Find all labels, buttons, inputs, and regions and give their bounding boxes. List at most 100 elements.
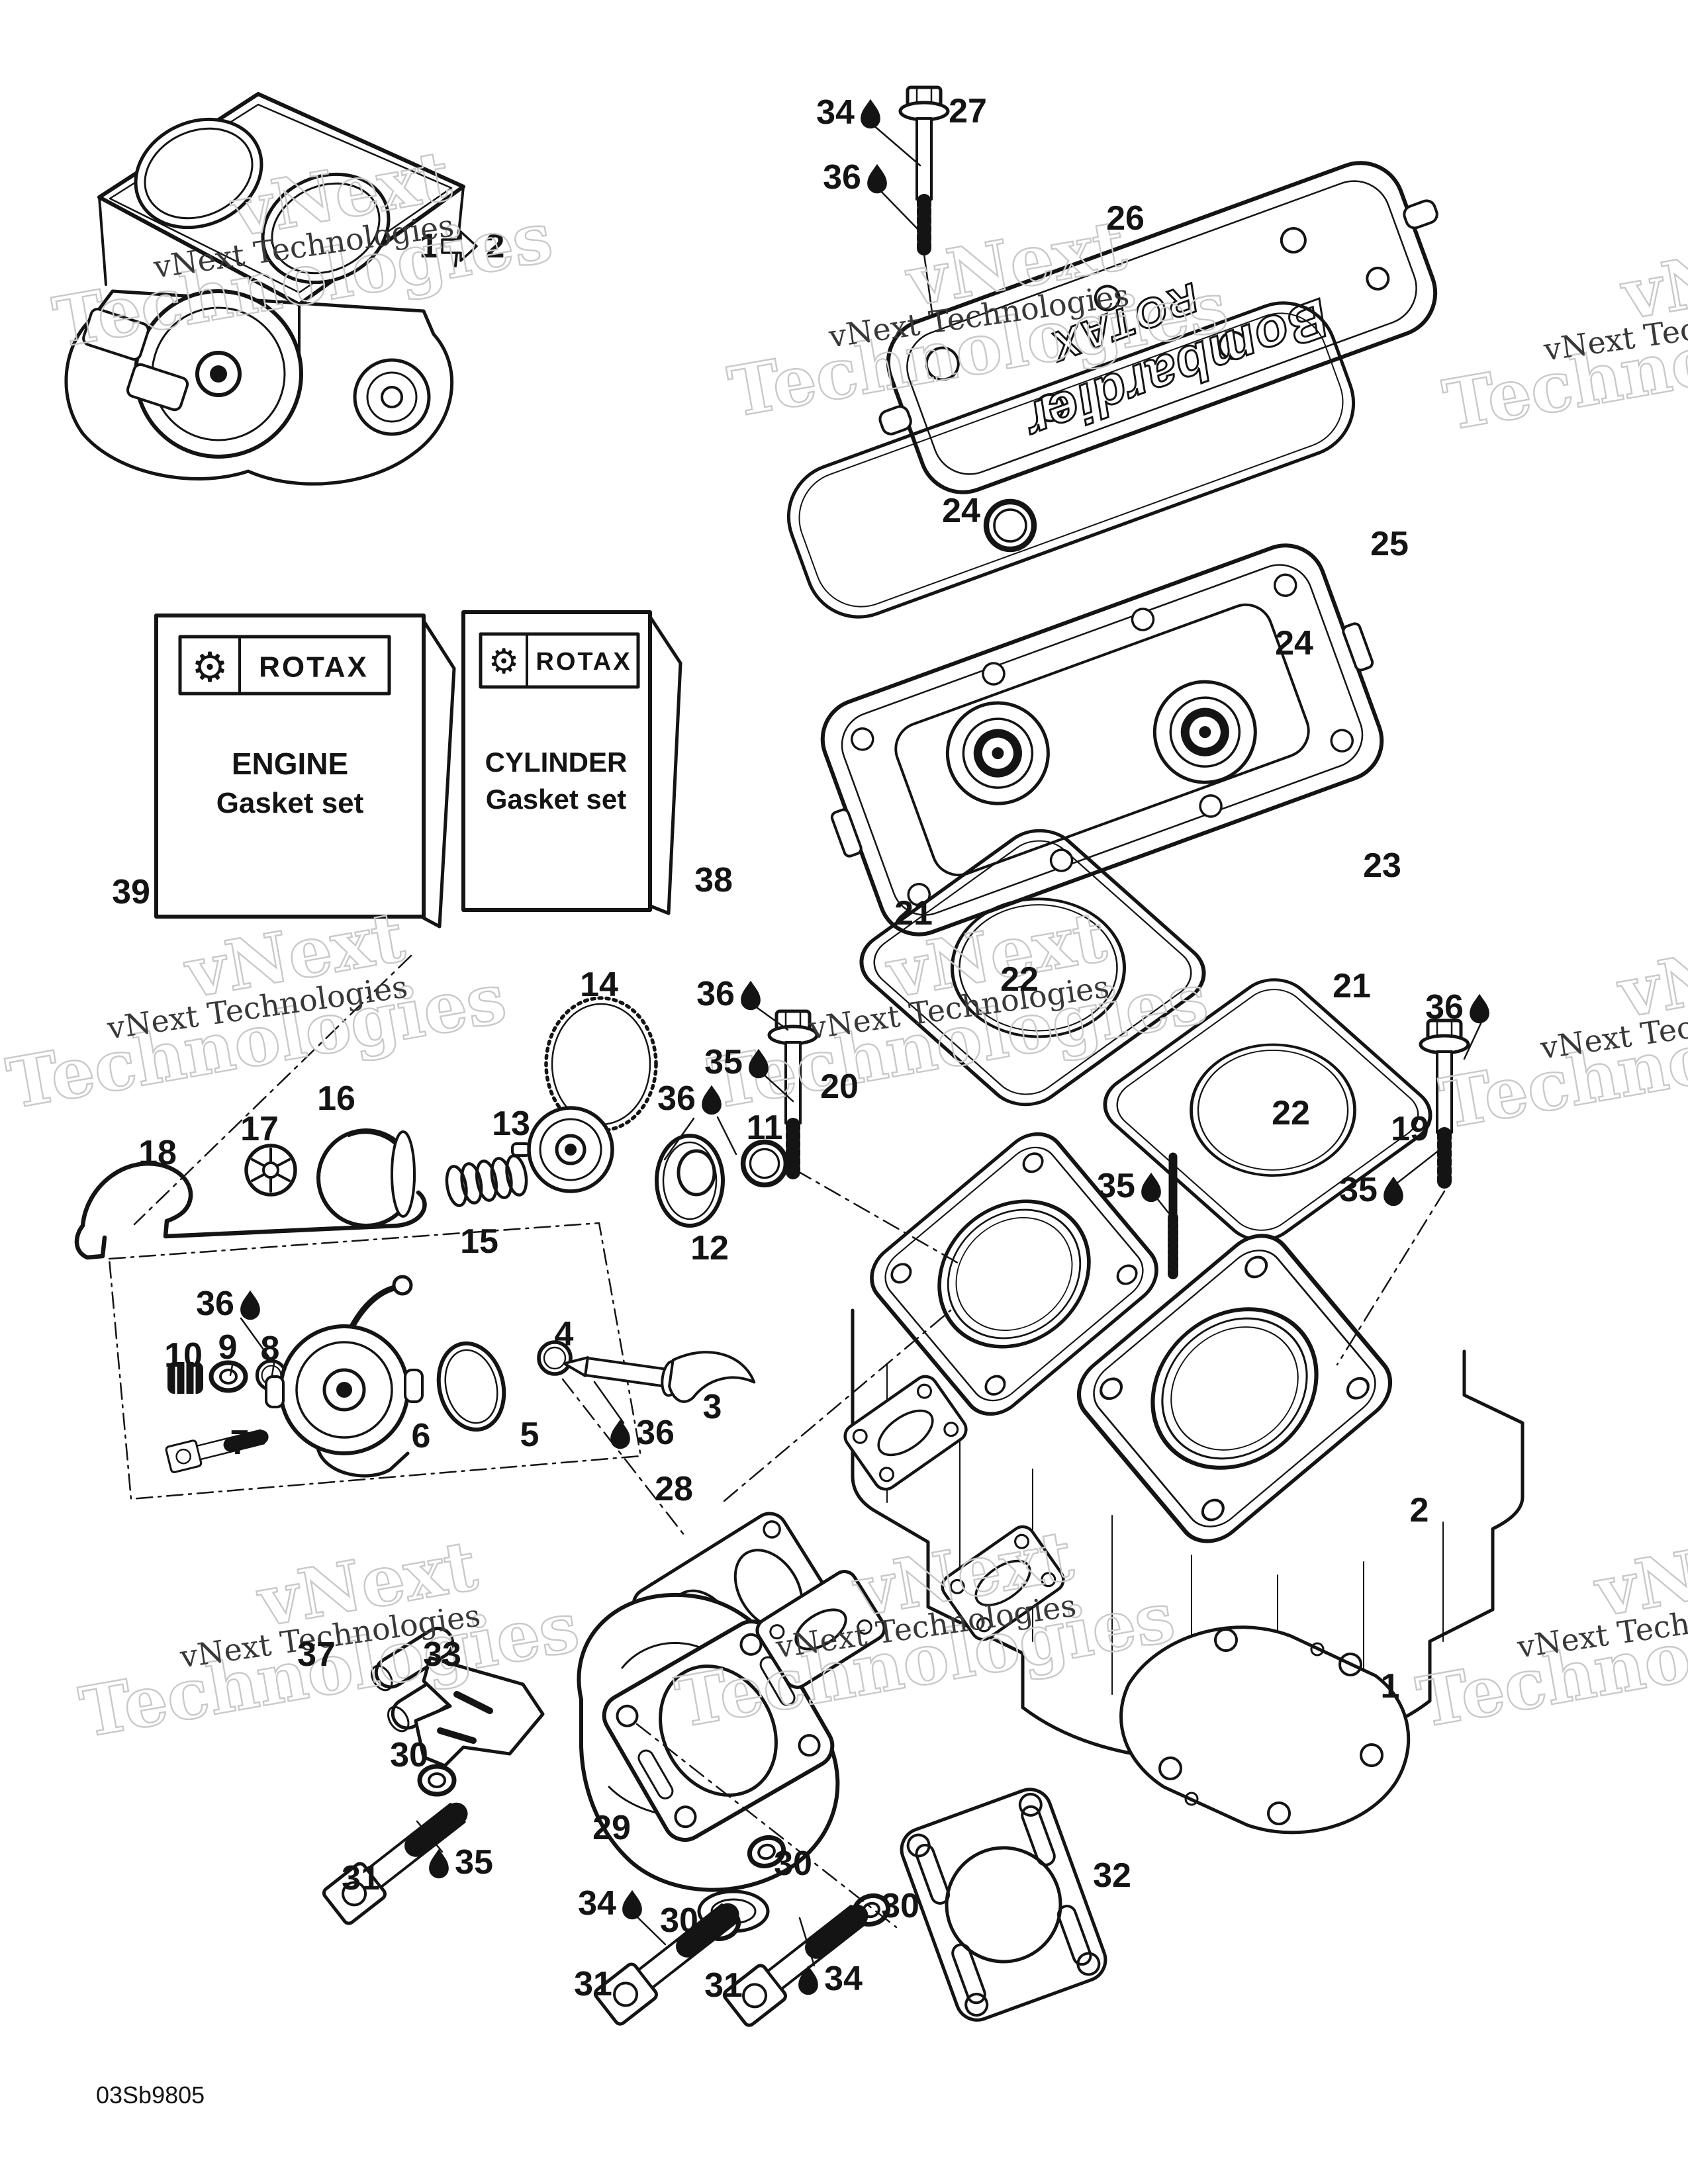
part-number: 31 [342, 1859, 380, 1897]
engine-assembly-sketch [64, 92, 465, 486]
callout-leader [663, 1117, 695, 1161]
part-number: 36 [196, 1285, 234, 1323]
part-callout: 19 [1391, 1110, 1429, 1148]
callout-leader [716, 1116, 737, 1156]
part-number: 14 [580, 966, 618, 1004]
part-number: 34 [824, 1960, 863, 1998]
part-number: 34 [578, 1884, 616, 1923]
part-number: 13 [492, 1105, 530, 1143]
callout-leader [1395, 1149, 1440, 1185]
part-callout: 9 [218, 1328, 238, 1367]
part-number: 6 [412, 1417, 431, 1455]
part-number: 30 [660, 1901, 698, 1940]
exhaust-manifold-29 [577, 1570, 886, 1933]
bolt-7 [165, 1424, 266, 1473]
assembly-ref-to: 2 [486, 227, 505, 265]
part-number: 22 [1272, 1094, 1310, 1132]
callout-leader [229, 1361, 234, 1377]
part-callout: 31 [704, 1966, 743, 2005]
callout-leader [798, 1917, 816, 1967]
part-callout: 21 [1333, 967, 1371, 1005]
part-callout: 30 [881, 1887, 919, 1925]
part-number: 35 [704, 1043, 743, 1081]
package-subtitle: Gasket set [486, 784, 626, 815]
part-number: 36 [696, 975, 735, 1013]
part-callout: 15 [460, 1222, 498, 1261]
part-number: 33 [423, 1635, 461, 1674]
part-callout: 36 [696, 975, 789, 1031]
callout-leader [416, 1820, 444, 1853]
dash-dot-line [794, 1169, 961, 1265]
rotax-gear-icon: ⚙ [489, 642, 520, 682]
part-callout: 34 [578, 1884, 667, 1946]
part-callout: 35 [1339, 1149, 1440, 1209]
part-callout: 21 [894, 894, 933, 933]
package-title: ENGINE [232, 747, 348, 781]
o-ring-11 [743, 1142, 786, 1185]
part-number: 18 [138, 1134, 177, 1172]
part-callout: 7 [230, 1424, 250, 1462]
part-callout: 17 [240, 1110, 279, 1148]
part-number: 36 [823, 158, 861, 197]
part-number: 29 [592, 1809, 631, 1847]
part-number: 20 [820, 1068, 859, 1106]
part-callout: 24 [1275, 624, 1313, 662]
part-callout: 14 [580, 966, 618, 1004]
part-number: 36 [657, 1079, 696, 1118]
part-callout: 33 [423, 1635, 461, 1674]
part-callout: 28 [655, 1470, 693, 1508]
part-callout: 31 [574, 1965, 612, 2003]
oil-droplet-icon [861, 99, 880, 129]
part-number: 35 [1339, 1171, 1378, 1209]
cover-dish-12 [655, 1134, 725, 1228]
engine-gasket-package-39: ⚙ ROTAX ENGINE Gasket set [154, 614, 456, 929]
part-number: 10 [164, 1336, 203, 1375]
part-number: 9 [218, 1328, 238, 1367]
part-number: 21 [894, 894, 933, 933]
part-number: 19 [1391, 1110, 1429, 1148]
part-number: 12 [690, 1229, 729, 1267]
callout-leader [271, 1362, 275, 1377]
part-callout: 30 [660, 1901, 698, 1940]
part-callout: 36 [657, 1079, 722, 1118]
sheet-code: 03Sb9805 [96, 2081, 205, 2109]
cylinder-gasket-package-38: ⚙ ROTAX CYLINDER Gasket set [461, 610, 682, 915]
part-number: 16 [317, 1079, 355, 1118]
part-callout: 13 [492, 1105, 530, 1143]
part-callout: 12 [690, 1229, 729, 1267]
part-callout: 30 [774, 1844, 812, 1883]
part-callout: 35 [704, 1043, 794, 1103]
part-number: 25 [1370, 525, 1409, 563]
part-number: 3 [703, 1388, 722, 1426]
oil-droplet-icon [610, 1419, 630, 1449]
part-callout: 18 [138, 1134, 177, 1172]
part-callout: 1 [1381, 1667, 1400, 1706]
dash-dot-line [561, 1378, 686, 1537]
part-callout: 38 [694, 861, 733, 899]
spring-15 [445, 1154, 528, 1207]
part-number: 31 [704, 1966, 743, 2005]
part-number: 30 [774, 1844, 812, 1883]
cover-gasket-25 [786, 301, 1356, 619]
part-number: 39 [112, 873, 150, 911]
oil-droplet-icon [741, 980, 761, 1011]
bracket-33 [414, 1656, 545, 1768]
part-number: 34 [816, 93, 855, 132]
part-callout: 6 [412, 1417, 431, 1455]
part-number: 38 [694, 861, 733, 899]
part-number: 8 [261, 1330, 280, 1368]
part-number: 36 [636, 1414, 675, 1452]
rotax-gear-icon: ⚙ [191, 643, 228, 692]
part-number: 17 [240, 1110, 279, 1148]
package-subtitle: Gasket set [216, 787, 364, 819]
oil-droplet-icon [240, 1290, 260, 1320]
rotax-logo-text: ROTAX [259, 651, 369, 684]
right-arrow-icon [441, 230, 478, 262]
construction-lines-layer [133, 954, 1446, 1929]
exhaust-gasket-32 [900, 1788, 1107, 2022]
part-callout: 23 [1363, 846, 1401, 885]
callout-leader [761, 1072, 794, 1103]
